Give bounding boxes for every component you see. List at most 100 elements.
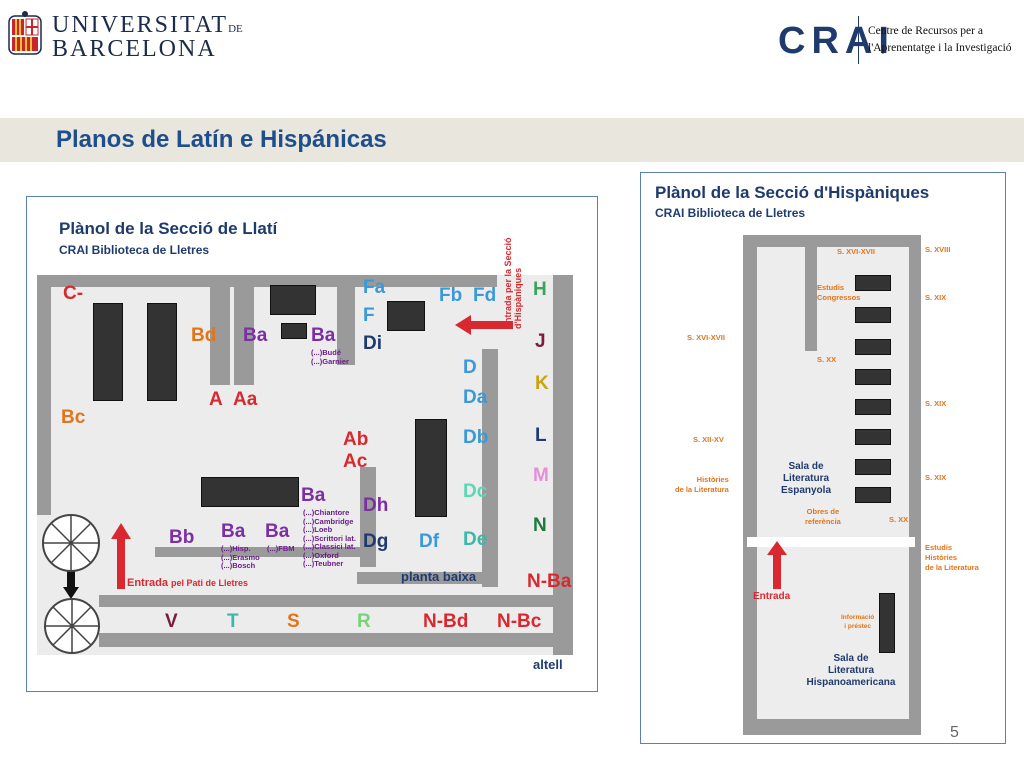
shelf-label-j: J: [535, 331, 546, 352]
page-number: 5: [950, 724, 959, 741]
shelf-label-l: L: [535, 425, 547, 446]
desk: [855, 275, 891, 291]
shelf-label-ba: Ba: [265, 521, 290, 542]
crai-subtitle-line1: Centre de Recursos per a: [868, 25, 983, 37]
latin-map-subtitle: CRAI Biblioteca de Lletres: [59, 243, 210, 257]
wall-left: [37, 275, 51, 515]
crai-divider: [858, 16, 859, 64]
wall-mid-bottom: [155, 547, 365, 557]
ub-logo: [6, 10, 44, 58]
desk: [855, 307, 891, 323]
shelf-label-dg: Dg: [363, 531, 389, 552]
shelf-label-v: V: [165, 611, 178, 632]
hisp-label: S. XIX: [925, 293, 947, 302]
desk: [147, 303, 177, 401]
hisp-label: S. XIX: [925, 399, 947, 408]
shelf-label-fb: Fb: [439, 285, 463, 306]
desk: [93, 303, 123, 401]
desk: [855, 339, 891, 355]
wall-inner-bottom: [357, 572, 497, 584]
ub-shield-icon: [8, 11, 42, 55]
desk: [855, 369, 891, 385]
desk: [879, 593, 895, 653]
wall-col-d: [360, 467, 376, 567]
shelf-label-n-bc: N-Bc: [497, 611, 542, 632]
hisp-pillar: [805, 247, 817, 351]
wall-top: [37, 275, 497, 287]
shelf-label-f: F: [363, 305, 375, 326]
hisp-label: S. XX: [889, 515, 909, 524]
latin-section-map: Plànol de la Secció de Llatí CRAI Biblio…: [26, 196, 598, 692]
planta-baixa-label: planta baixa: [401, 569, 477, 584]
arrow-up-icon: [767, 541, 787, 594]
shelf-label-fd: Fd: [473, 285, 497, 306]
hisp-label: S. XX: [817, 355, 837, 364]
shelf-label-h: H: [533, 279, 547, 300]
shelf-label-df: Df: [419, 531, 440, 552]
shelf-label-n-bd: N-Bd: [423, 611, 469, 632]
spiral-stairs-icon: [41, 513, 101, 578]
shelf-label-db: Db: [463, 427, 489, 448]
hispanic-section-map: Plànol de la Secció d'Hispàniques CRAI B…: [640, 172, 1006, 744]
arrow-up-icon: [111, 523, 131, 594]
shelf-label-t: T: [227, 611, 239, 632]
shelf-label-ba: Ba: [243, 325, 268, 346]
shelf-label-bc: Bc: [61, 407, 86, 428]
latin-map-title: Plànol de la Secció de Llatí: [59, 219, 278, 238]
wall-col-a: [210, 275, 230, 385]
hisp-label: S. XIX: [925, 473, 947, 482]
wall-col-c: [337, 275, 355, 365]
shelf-label-da: Da: [463, 387, 488, 408]
desk: [855, 459, 891, 475]
shelf-label-dh: Dh: [363, 495, 389, 516]
shelf-label-bb: Bb: [169, 527, 195, 548]
desk: [201, 477, 299, 507]
desk: [855, 487, 891, 503]
shelf-label-aa: Aa: [233, 389, 258, 410]
shelf-notes: (...)FBM: [267, 544, 295, 553]
wall-inner-right: [482, 349, 498, 587]
hisp-label: S. XVI-XVII: [837, 247, 875, 256]
crai-subtitle-line2: l'Aprenentatge i la Investigació: [868, 42, 1012, 54]
wall-col-b: [234, 275, 254, 385]
desk: [855, 399, 891, 415]
shelf-label-fa: Fa: [363, 277, 386, 298]
desk: [855, 429, 891, 445]
shelf-label-n: N: [533, 515, 547, 536]
hisp-label: S. XVIII: [925, 245, 951, 254]
title-banner: [0, 118, 1024, 162]
wall-right: [553, 275, 573, 655]
entrance-patio-label: Entrada pel Pati de Lletres: [127, 577, 249, 589]
wall-altell-top: [99, 595, 569, 607]
shelf-label-c-minus: C-: [63, 283, 84, 304]
shelf-label-ba: Ba: [221, 521, 246, 542]
shelf-label-m: M: [533, 465, 549, 486]
shelf-label-ba: Ba: [301, 485, 326, 506]
desk: [387, 301, 425, 331]
ub-name-line2: BARCELONA: [52, 36, 217, 62]
hisp-door-gap: [747, 537, 915, 547]
shelf-label-di: Di: [363, 333, 382, 354]
shelf-label-ba: Ba: [311, 325, 336, 346]
shelf-label-a: A: [209, 389, 223, 410]
shelf-notes: (...)Chiantore(...)Cambridge(...)Loeb(..…: [303, 508, 356, 568]
shelf-label-bd: Bd: [191, 325, 217, 346]
shelf-label-ac: Ac: [343, 451, 368, 472]
hisp-label: S. XII-XV: [693, 435, 724, 444]
shelf-notes: (...)Hisp.(...)Erasmo(...)Bosch: [221, 544, 260, 570]
desk: [270, 285, 316, 315]
shelf-label-ab: Ab: [343, 429, 369, 450]
shelf-label-d: D: [463, 357, 477, 378]
shelf-notes: (...)Budé(...)Garnier: [311, 348, 349, 366]
wall-altell-bottom: [99, 635, 573, 647]
arrow-down-icon: [63, 571, 79, 604]
shelf-label-s: S: [287, 611, 300, 632]
desk: [415, 419, 447, 517]
hisp-entrada-label: Entrada: [753, 591, 791, 602]
